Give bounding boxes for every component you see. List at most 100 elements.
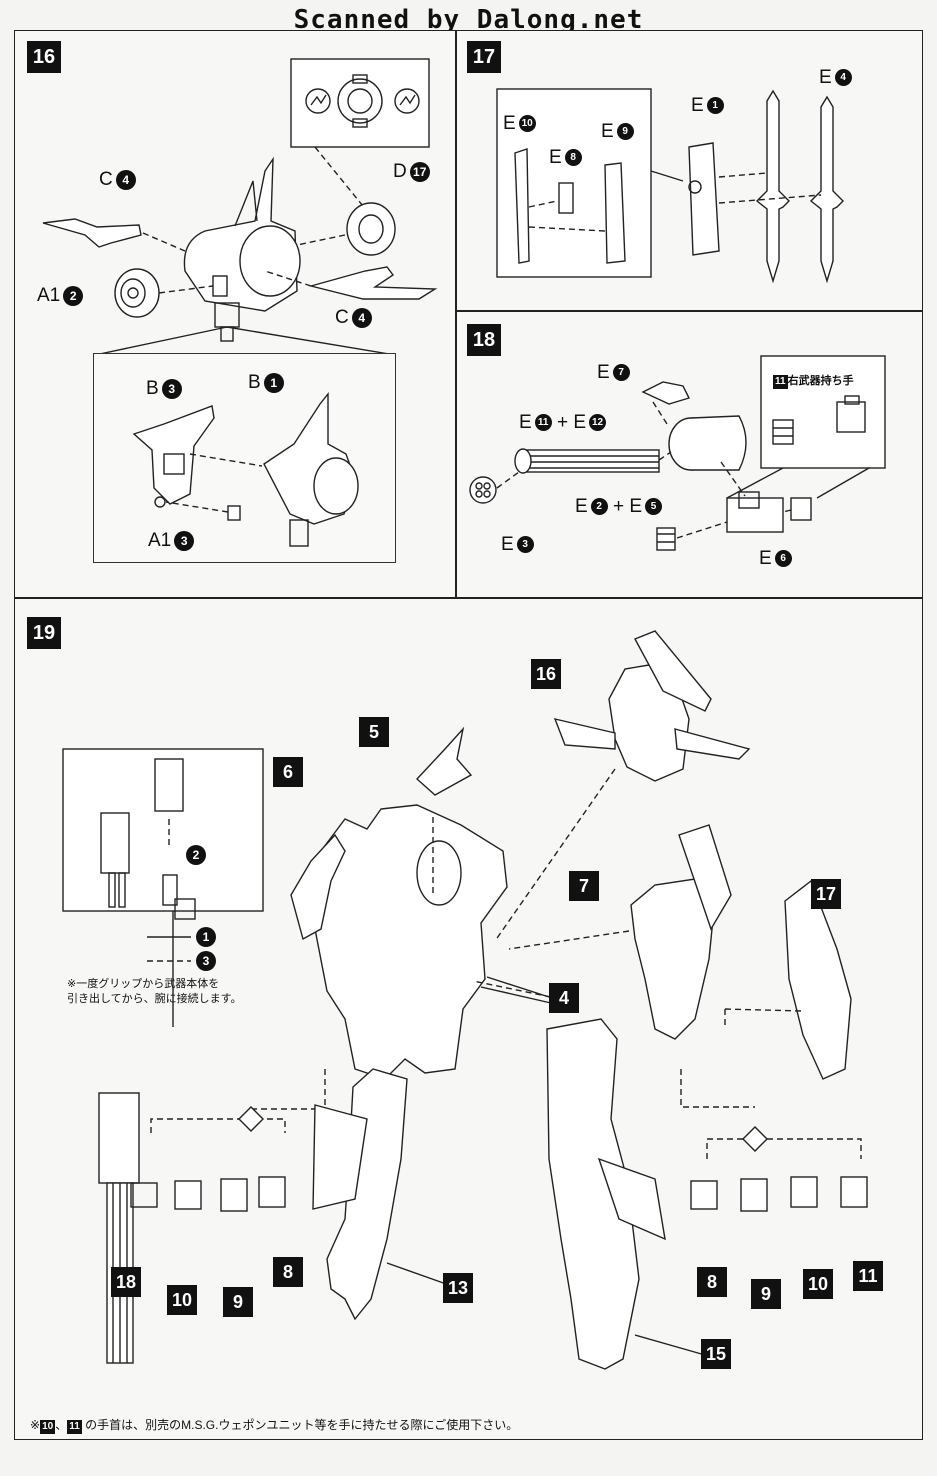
part-number-circle: 1: [706, 97, 724, 115]
inset-note: ※一度グリップから武器本体を 引き出してから、腕に接続します。: [67, 977, 242, 1007]
inset-step-1: 1: [196, 927, 216, 947]
label-part-letter: E: [629, 496, 643, 517]
ref-15: 15: [701, 1339, 731, 1369]
step-19-panel: 19 16 5 6 7 4 17 13 15 18 10 9 8 8 9 10 …: [14, 598, 923, 1440]
part-number-circle: 2: [590, 498, 608, 516]
label-part-letter: E: [601, 121, 614, 142]
ref-16: 16: [531, 659, 561, 689]
inset-step-2: 2: [186, 845, 206, 865]
ref-9-left-hand: 9: [223, 1287, 253, 1317]
part-number-circle: 3: [174, 530, 195, 551]
step-17-diagram: [496, 88, 844, 284]
step-16-badge: 16: [27, 41, 61, 73]
ref-8-left-hand: 8: [273, 1257, 303, 1287]
ref-10-left-hand: 10: [167, 1285, 197, 1315]
label-part-letter: B: [146, 378, 159, 399]
part-number-circle: 3: [516, 536, 534, 554]
hand-part-number: 11: [773, 375, 788, 389]
label-part-letter: E: [597, 362, 610, 383]
label-part-letter: E: [691, 95, 704, 116]
subassembly-diagram: [132, 392, 359, 547]
ref-11-right-hand: 11: [853, 1261, 883, 1291]
footer-text: の手首は、別売のM.S.G.ウェポンユニット等を手に持たせる際にご使用下さい。: [81, 1418, 519, 1432]
footer-separator: 、: [55, 1418, 68, 1432]
part-number-circle: 7: [612, 364, 630, 382]
label-part-letter: E: [519, 412, 532, 433]
label-part-letter: E: [573, 412, 587, 433]
part-number-circle: 10: [518, 115, 536, 133]
label-part-letter: C: [335, 307, 349, 328]
ref-9-right-hand: 9: [751, 1279, 781, 1309]
ref-10-right-hand: 10: [803, 1269, 833, 1299]
part-number-circle: 4: [351, 307, 372, 328]
hand-part-name: 右武器持ち手: [787, 375, 854, 387]
label-part-letter: E: [503, 113, 516, 134]
label-part-letter: E: [575, 496, 588, 517]
footer-prefix: ※: [30, 1418, 41, 1432]
label-part-letter: C: [99, 169, 113, 190]
part-number-circle: 4: [115, 169, 136, 190]
label-part-letter: A1: [37, 285, 61, 306]
step-19-badge: 19: [27, 617, 61, 649]
step-19-diagram: [62, 630, 868, 1370]
inset-step-3: 3: [196, 951, 216, 971]
footer-part-10: 10: [40, 1420, 56, 1434]
part-number-circle: 1: [263, 372, 284, 393]
ref-5: 5: [359, 717, 389, 747]
part-number-circle: 8: [564, 149, 582, 167]
inset-note-line-1: ※一度グリップから武器本体を: [67, 978, 220, 990]
footer-part-11: 11: [67, 1420, 82, 1434]
part-number-circle: 9: [616, 123, 634, 141]
label-part-letter: B: [248, 372, 261, 393]
part-number-circle: 5: [645, 498, 663, 516]
ref-18-gatling: 18: [111, 1267, 141, 1297]
ref-8-right-hand: 8: [697, 1267, 727, 1297]
footer-note: ※10、11 の手首は、別売のM.S.G.ウェポンユニット等を手に持たせる際にご…: [30, 1416, 518, 1434]
ref-6: 6: [273, 757, 303, 787]
ref-4: 4: [549, 983, 579, 1013]
ref-7: 7: [569, 871, 599, 901]
plus-sign: +: [556, 412, 569, 433]
part-number-circle: 4: [834, 69, 852, 87]
part-number-circle: 17: [409, 161, 430, 182]
label-part-letter: A1: [148, 530, 172, 551]
part-number-circle: 11: [534, 414, 552, 432]
step-17-badge: 17: [467, 41, 501, 73]
ref-13: 13: [443, 1273, 473, 1303]
label-part-letter: D: [393, 161, 407, 182]
ref-17: 17: [811, 879, 841, 909]
label-part-letter: E: [759, 548, 772, 569]
label-part-letter: E: [819, 67, 832, 88]
label-part-letter: E: [501, 534, 514, 555]
step-18-diagram: [469, 355, 886, 551]
plus-sign: +: [612, 496, 625, 517]
inset-note-line-2: 引き出してから、腕に接続します。: [67, 993, 242, 1005]
step-16-diagram: [42, 58, 438, 356]
label-part-letter: E: [549, 147, 562, 168]
step-18-badge: 18: [467, 324, 501, 356]
part-number-circle: 6: [774, 550, 792, 568]
part-number-circle: 12: [589, 414, 607, 432]
